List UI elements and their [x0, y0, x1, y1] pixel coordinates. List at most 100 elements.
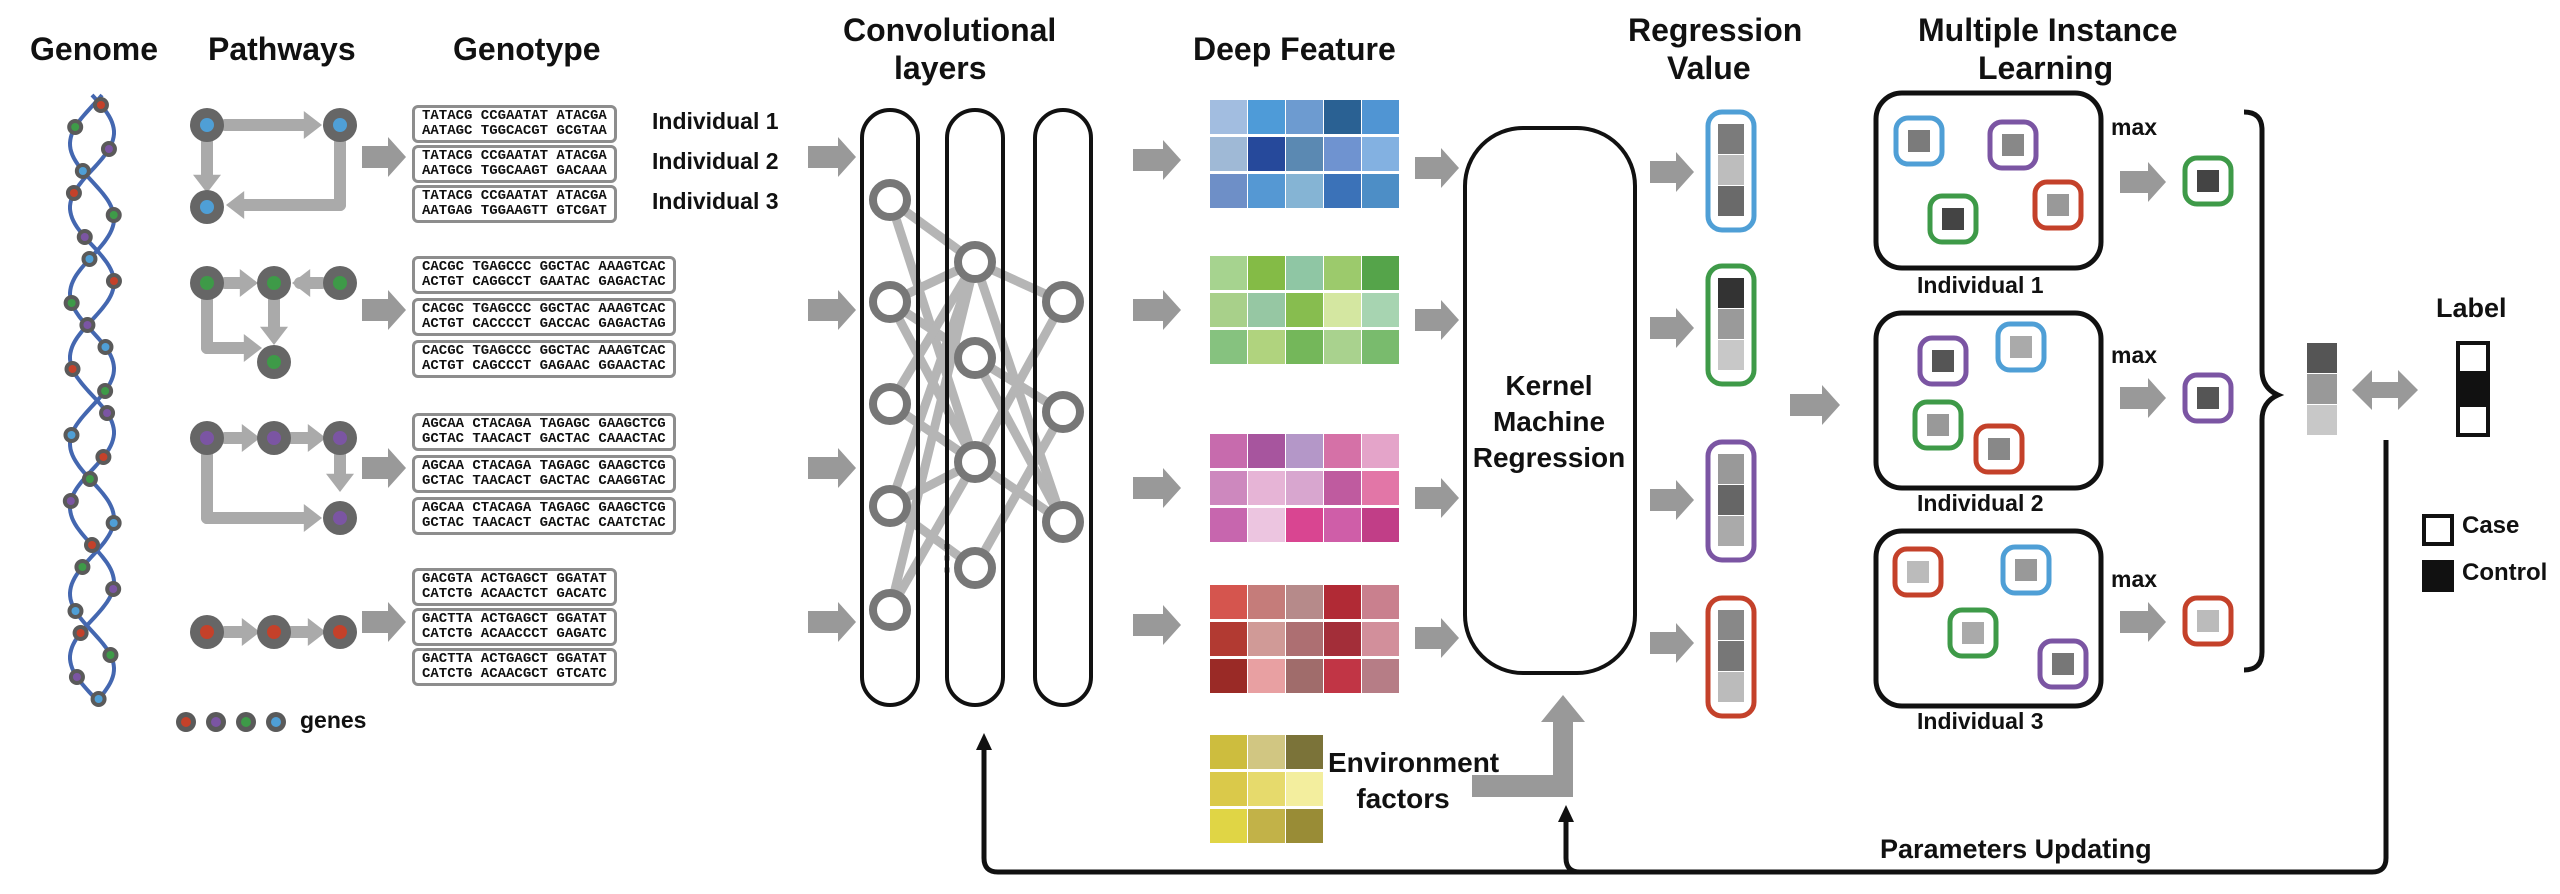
neuron-icon	[869, 281, 911, 323]
blue-feature-cell	[1248, 100, 1285, 134]
value-cell	[1718, 155, 1744, 185]
prediction-cell	[2307, 405, 2337, 435]
green-feature-cell	[1362, 293, 1399, 327]
blue-feature-cell	[1286, 137, 1323, 171]
instance-square	[1988, 438, 2010, 460]
red-feature-cell	[1362, 622, 1399, 656]
max-arrow-icon	[2120, 162, 2166, 202]
green-feature-cell	[1286, 330, 1323, 364]
gene-dot-icon	[76, 629, 85, 637]
pathway-node-icon	[333, 276, 347, 290]
instance-square	[1942, 208, 1964, 230]
pathway-to-genotype-arrow-icon	[362, 137, 406, 177]
pathway-arrowhead-icon	[241, 618, 260, 646]
value-cell	[1718, 340, 1744, 370]
conv-connection	[885, 260, 980, 612]
gene-dot-icon	[80, 233, 89, 241]
max-arrow-icon	[2120, 378, 2166, 418]
max-arrow-icon	[2120, 602, 2166, 642]
gene-legend-dot-icon	[181, 717, 191, 727]
red-feature-cell	[1210, 585, 1247, 619]
sequence-box: TATACG CCGAATAT ATACGA AATAGC TGGCACGT G…	[412, 105, 617, 143]
pathway-arrowhead-icon	[303, 504, 322, 532]
pathway-node-icon	[267, 625, 281, 639]
label-cell	[2456, 403, 2490, 437]
mil-individual-1-label: Individual 1	[1917, 272, 2044, 298]
feature-to-kmr-arrow-icon	[1415, 148, 1459, 188]
gene-dot-icon	[109, 277, 118, 285]
gene-dot-icon	[78, 563, 87, 571]
red-feature-cell	[1362, 585, 1399, 619]
kmr-to-value-arrow-icon	[1650, 623, 1694, 663]
blue-feature-cell	[1248, 137, 1285, 171]
blue-feature-cell	[1324, 137, 1361, 171]
max-label-3: max	[2111, 566, 2158, 592]
neuron-icon	[954, 241, 996, 283]
pathway-arrowhead-icon	[241, 424, 260, 452]
header-convolutional: Convolutional	[843, 12, 1057, 48]
label-cell	[2456, 372, 2490, 406]
blue-feature-cell	[1324, 174, 1361, 208]
green-feature-cell	[1248, 330, 1285, 364]
pink-feature-cell	[1286, 471, 1323, 505]
pathway-arrowhead-icon	[307, 618, 326, 646]
conv-to-feature-arrow-icon	[1133, 605, 1181, 645]
pink-feature-cell	[1362, 434, 1399, 468]
gene-dot-icon	[104, 145, 113, 153]
value-to-mil-arrow-icon	[1790, 385, 1840, 425]
environment-cell	[1248, 772, 1285, 806]
feedback-line	[1563, 820, 1581, 875]
instance-square	[2002, 134, 2024, 156]
gene-dot-icon	[83, 321, 92, 329]
environment-cell	[1286, 809, 1323, 843]
red-feature-cell	[1286, 622, 1323, 656]
instance-square	[2015, 559, 2037, 581]
red-feature-cell	[1362, 659, 1399, 693]
conv-connection	[971, 355, 1067, 525]
gene-dot-icon	[94, 695, 103, 703]
instance-square	[2197, 610, 2219, 632]
pink-feature-cell	[1286, 434, 1323, 468]
blue-feature-cell	[1286, 174, 1323, 208]
header-value: Value	[1667, 50, 1751, 86]
pathway-arrowhead-icon	[239, 269, 258, 297]
ellipsis-icon: ⋮	[930, 539, 964, 577]
gene-dot-icon	[109, 519, 118, 527]
red-feature-cell	[1248, 659, 1285, 693]
green-feature-cell	[1248, 256, 1285, 290]
sequence-box: AGCAA CTACAGA TAGAGC GAAGCTCG GCTAC TAAC…	[412, 497, 676, 535]
pink-feature-cell	[1362, 471, 1399, 505]
pink-feature-cell	[1210, 434, 1247, 468]
green-feature-cell	[1324, 330, 1361, 364]
pink-feature-cell	[1248, 471, 1285, 505]
conv-to-feature-arrow-icon	[1133, 140, 1181, 180]
instance-square	[2197, 387, 2219, 409]
legend-control-label: Control	[2462, 559, 2548, 586]
instance-square	[1962, 622, 1984, 644]
green-feature-cell	[1324, 256, 1361, 290]
value-cell	[1718, 672, 1744, 702]
kmr-to-value-arrow-icon	[1650, 152, 1694, 192]
pink-feature-cell	[1210, 471, 1247, 505]
pathway-node-icon	[333, 511, 347, 525]
red-feature-cell	[1324, 622, 1361, 656]
blue-feature-cell	[1362, 100, 1399, 134]
gene-dot-icon	[71, 607, 80, 615]
sequence-box: AGCAA CTACAGA TAGAGC GAAGCTCG GCTAC TAAC…	[412, 413, 676, 451]
pink-feature-cell	[1248, 434, 1285, 468]
pathway-node-icon	[333, 431, 347, 445]
sequence-box: GACGTA ACTGAGCT GGATAT CATCTG ACAACTCT G…	[412, 568, 617, 606]
instance-square	[2010, 336, 2032, 358]
green-feature-cell	[1362, 256, 1399, 290]
neuron-icon	[869, 179, 911, 221]
red-feature-cell	[1248, 622, 1285, 656]
gene-dot-icon	[72, 673, 81, 681]
max-label-1: max	[2111, 114, 2158, 140]
green-feature-cell	[1210, 256, 1247, 290]
header-learning: Learning	[1978, 50, 2114, 86]
genotype-to-conv-arrow-icon	[808, 290, 856, 330]
pink-feature-cell	[1324, 471, 1361, 505]
gene-dot-icon	[103, 409, 112, 417]
green-feature-cell	[1324, 293, 1361, 327]
